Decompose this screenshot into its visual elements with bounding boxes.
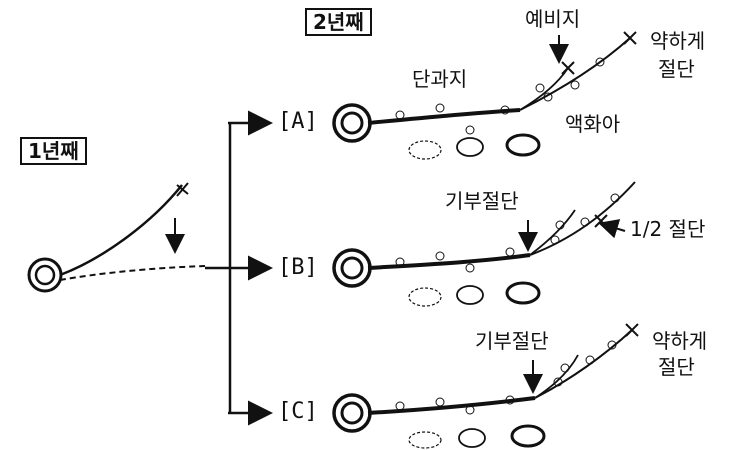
branch-arrows [205,110,273,426]
branch-c-drawing [332,323,639,449]
short-shoot-label: 단과지 [412,67,468,91]
light-cut-c-line1: 약하게 [652,329,708,353]
branch-c-label: [C] [278,399,318,424]
branch-b-label: [B] [278,255,318,280]
branch-a-drawing [332,31,637,160]
base-cut-b-label: 기부절단 [445,189,519,213]
branch-b-drawing [332,181,636,307]
half-cut-b-label: 1/2 절단 [630,217,706,241]
light-cut-c-line2: 절단 [658,355,695,379]
year2-label: 2년째 [305,8,372,36]
base-cut-c-label: 기부절단 [475,329,549,353]
axillary-bud-label: 액화아 [565,112,621,136]
branch-a-label: [A] [278,109,318,134]
spare-branch-label: 예비지 [525,7,581,31]
light-cut-a-line2: 절단 [658,57,695,81]
year1-label: 1년째 [20,137,87,165]
year1-branch [27,182,206,293]
light-cut-a-line1: 약하게 [650,29,706,53]
